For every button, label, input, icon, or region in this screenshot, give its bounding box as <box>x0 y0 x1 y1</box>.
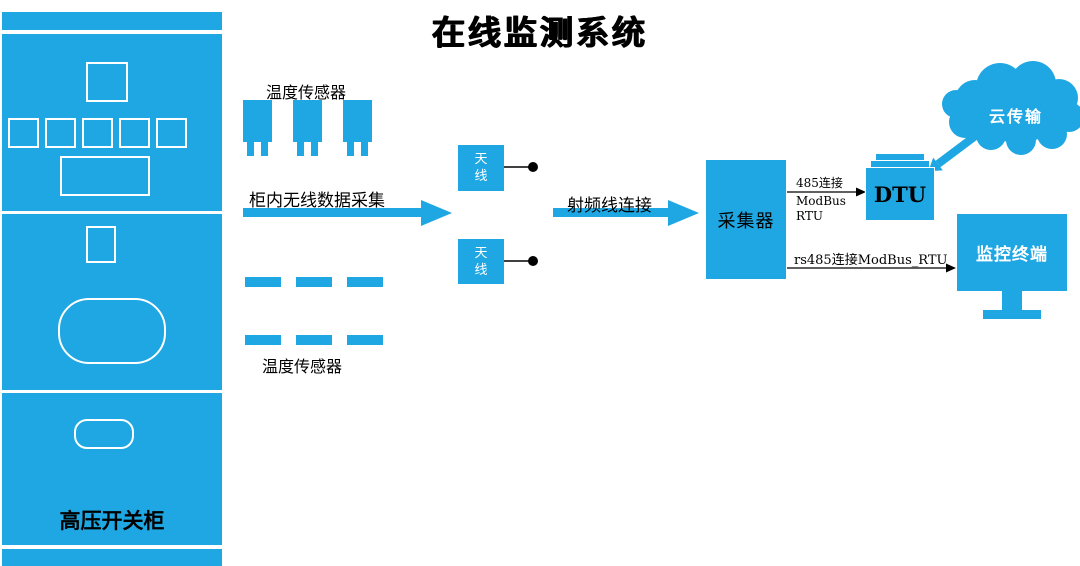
cloud-label: 云传输 <box>988 107 1043 126</box>
collector-label: 采集器 <box>717 210 775 232</box>
page-title: 在线监测系统 <box>432 13 648 52</box>
antenna-feed-line-bottom-icon <box>504 256 538 266</box>
monitor-stand-neck <box>1002 291 1022 310</box>
cabinet-panel-small-square <box>156 118 187 148</box>
antenna-feed-line-top-icon <box>504 162 538 172</box>
cabinet-panel-square <box>86 226 116 263</box>
cabinet-panel-small-square <box>45 118 76 148</box>
rf-connection-label: 射频线连接 <box>567 196 652 216</box>
antenna-box-top: 天线 <box>458 145 504 191</box>
antenna-top-label: 天线 <box>474 152 488 184</box>
temperature-sensor-icon <box>243 100 272 156</box>
temperature-sensor-icon <box>343 100 372 156</box>
sensor-dash-icon <box>245 277 281 287</box>
rs485-connection-label: rs485连接ModBus_RTU <box>794 253 948 268</box>
sensor-dash-icon <box>296 277 332 287</box>
antenna-bottom-label: 天线 <box>474 245 488 278</box>
cabinet-middle-section <box>2 214 222 390</box>
cabinet-panel-square <box>86 62 128 102</box>
cabinet-panel-pill <box>74 419 134 449</box>
monitor-stand-base <box>983 310 1041 319</box>
temperature-sensor-top-label: 温度传感器 <box>266 83 347 102</box>
cabinet-label: 高压开关柜 <box>59 508 165 533</box>
antenna-box-bottom: 天线 <box>458 239 504 284</box>
cabinet-panel-small-square <box>8 118 39 148</box>
link-485-label-line1: 485连接 <box>796 176 843 190</box>
temperature-sensor-icon <box>293 100 322 156</box>
dtu-box: DTU <box>865 167 935 221</box>
cabinet-panel-oval <box>58 298 166 364</box>
cabinet-upper-section <box>2 34 222 211</box>
cabinet-panel-rect <box>60 156 150 196</box>
sensor-dash-icon <box>296 335 332 345</box>
monitor-label: 监控终端 <box>976 245 1048 265</box>
temperature-sensor-bottom-label: 温度传感器 <box>262 357 343 376</box>
dtu-label: DTU <box>873 181 927 207</box>
sensor-dash-icon <box>347 335 383 345</box>
collector-box: 采集器 <box>706 160 786 279</box>
sensor-dash-icon <box>245 335 281 345</box>
sensor-dash-icon <box>347 277 383 287</box>
wireless-collection-label: 柜内无线数据采集 <box>249 191 385 211</box>
monitor-screen: 监控终端 <box>957 214 1067 291</box>
link-485-label-line2: ModBus <box>796 194 846 208</box>
link-485-label-line3: RTU <box>796 209 823 223</box>
cabinet-lower-section: 高压开关柜 <box>2 393 222 545</box>
cabinet-panel-small-square <box>82 118 113 148</box>
cabinet-panel-small-square <box>119 118 150 148</box>
dtu-cloud-double-arrow-icon <box>928 126 988 172</box>
cabinet-top-strip <box>2 12 222 30</box>
cabinet-bottom-strip <box>2 549 222 566</box>
